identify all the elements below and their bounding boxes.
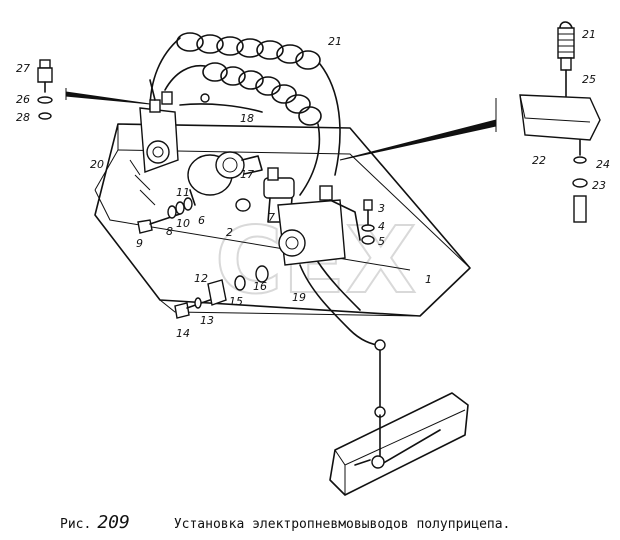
detail-right-parts [519, 21, 601, 223]
callout-25: 25 [582, 73, 596, 86]
air-pipes [299, 261, 441, 469]
callout-15: 15 [229, 295, 243, 308]
callout-5: 5 [378, 235, 385, 248]
lower-frame-beam [329, 392, 469, 496]
callout-7: 7 [268, 211, 275, 224]
callout-13: 13 [200, 314, 214, 327]
callout-10: 10 [176, 217, 190, 230]
callout-1: 1 [425, 273, 432, 286]
washers-8-10-11 [167, 197, 193, 219]
figure-prefix: Рис. [60, 517, 92, 532]
callout-24: 24 [596, 158, 610, 171]
middle-connector [263, 167, 295, 223]
callout-21-right: 21 [582, 28, 596, 41]
left-connector-bracket [139, 79, 179, 173]
callout-26: 26 [16, 93, 30, 106]
callout-19: 19 [292, 291, 306, 304]
callout-20: 20 [90, 158, 104, 171]
callout-22: 22 [532, 154, 546, 167]
cable-18 [179, 93, 263, 113]
callout-18: 18 [240, 112, 254, 125]
nut-2 [235, 198, 251, 212]
callout-4: 4 [378, 220, 385, 233]
callout-6: 6 [198, 214, 205, 227]
callout-21-left: 21 [328, 35, 342, 48]
callout-23: 23 [592, 179, 606, 192]
right-leader-arrow [339, 98, 497, 161]
left-leader-arrow [65, 88, 151, 105]
callout-28: 28 [16, 111, 30, 124]
callout-9: 9 [136, 237, 143, 250]
callout-14: 14 [176, 327, 190, 340]
clip-assembly [174, 265, 269, 319]
callout-12: 12 [194, 272, 208, 285]
callout-11: 11 [176, 186, 190, 199]
callout-27: 27 [16, 62, 30, 75]
figure-caption: Рис. 209 Установка электропневмовыводов по… [60, 512, 600, 534]
coiled-hose-lower [164, 62, 322, 196]
callout-17: 17 [240, 168, 254, 181]
right-connector-bracket [277, 185, 361, 266]
callout-2: 2 [226, 226, 233, 239]
callout-3: 3 [378, 202, 385, 215]
electrical-socket [187, 151, 263, 206]
callouts: 1 2 3 4 5 6 7 8 9 10 11 12 13 14 15 16 1… [16, 28, 610, 340]
detail-left-parts [37, 59, 53, 120]
callout-16: 16 [253, 280, 267, 293]
bolt-3-assembly [361, 199, 375, 245]
figure-number: 209 [97, 512, 130, 533]
callout-8: 8 [166, 225, 173, 238]
figure-title: Установка электропневмовыводов полуприце… [173, 517, 511, 532]
